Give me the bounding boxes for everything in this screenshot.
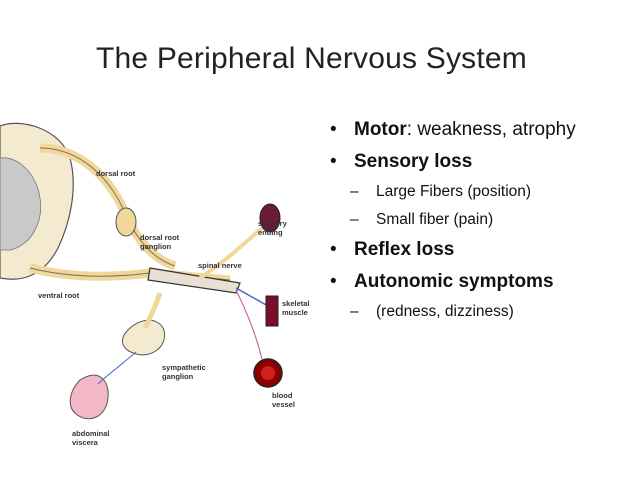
- bullet-dot: •: [330, 239, 337, 260]
- sensory-ending: [259, 203, 281, 233]
- label-ventral-root: ventral root: [38, 291, 80, 300]
- label-sympathetic-ganglion-1: sympathetic: [162, 363, 206, 372]
- label-sympathetic-ganglion-2: ganglion: [162, 372, 194, 381]
- bullet-dot: •: [330, 151, 337, 172]
- bullet-dot: •: [330, 119, 337, 140]
- label-skeletal-muscle-1: skeletal: [282, 299, 310, 308]
- label-blood-vessel-1: blood: [272, 391, 293, 400]
- motor-label: Motor: [354, 119, 407, 140]
- dorsal-root-ganglion: [115, 207, 137, 237]
- label-abdominal-viscera-1: abdominal: [72, 429, 110, 438]
- label-spinal-nerve: spinal nerve: [198, 261, 242, 270]
- sensory-branch: [198, 226, 264, 280]
- label-sensory-ending-2: ending: [258, 228, 283, 237]
- label-abdominal-viscera-2: viscera: [72, 438, 99, 447]
- sensory-label: Sensory loss: [354, 151, 473, 172]
- autonomic-label: Autonomic symptoms: [354, 271, 554, 292]
- sub-bullet-small-fiber: – Small fiber (pain): [330, 210, 630, 230]
- bullet-motor: • Motor: weakness, atrophy: [330, 118, 630, 142]
- gray-matter: [0, 157, 42, 251]
- redness-text: (redness, dizziness): [376, 303, 514, 320]
- nervous-system-diagram: dorsal root dorsal root ganglion sensory…: [0, 122, 310, 447]
- bullet-sensory: • Sensory loss: [330, 150, 630, 174]
- spinal-nerve: [147, 267, 241, 294]
- skeletal-muscle: [265, 295, 279, 327]
- bullet-autonomic: • Autonomic symptoms: [330, 270, 630, 294]
- small-fiber-text: Small fiber (pain): [376, 211, 494, 228]
- bullet-list: • Motor: weakness, atrophy • Sensory los…: [330, 118, 630, 330]
- dash: –: [350, 303, 359, 320]
- label-sensory-ending-1: sensory: [258, 219, 288, 228]
- sub-bullet-large-fibers: – Large Fibers (position): [330, 182, 630, 202]
- label-dorsal-root-ganglion-2: ganglion: [140, 242, 172, 251]
- reflex-label: Reflex loss: [354, 239, 455, 260]
- slide-title: The Peripheral Nervous System: [96, 42, 527, 75]
- label-dorsal-root: dorsal root: [96, 169, 136, 178]
- abdominal-viscera: [69, 374, 109, 420]
- dash: –: [350, 183, 359, 200]
- label-dorsal-root-ganglion-1: dorsal root: [140, 233, 180, 242]
- dash: –: [350, 211, 359, 228]
- bullet-reflex: • Reflex loss: [330, 238, 630, 262]
- motor-text: : weakness, atrophy: [406, 119, 576, 140]
- bullet-dot: •: [330, 271, 337, 292]
- label-skeletal-muscle-2: muscle: [282, 308, 308, 317]
- sub-bullet-redness: – (redness, dizziness): [330, 302, 630, 322]
- label-blood-vessel-2: vessel: [272, 400, 295, 409]
- large-fibers-text: Large Fibers (position): [376, 183, 532, 200]
